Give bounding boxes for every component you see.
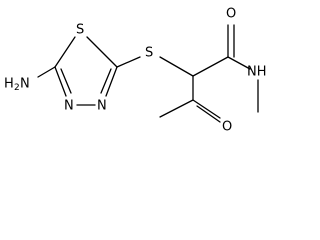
bond-c2-s-thioether (116, 56, 141, 68)
bond-cketone-o-double (196, 105, 221, 123)
atom-label-ring-s: S (76, 23, 84, 38)
bond-c5-s1 (54, 36, 76, 68)
bond-n4-c5 (54, 66, 67, 97)
bond-camide-nh (227, 56, 251, 70)
atom-label-ring-n-bottom: N (64, 99, 74, 114)
bond-s-calpha (159, 56, 194, 77)
atom-label-amide-nh: NH (247, 65, 267, 80)
bond-c2-n3 (105, 66, 118, 97)
bond-nh2-c5 (37, 66, 56, 78)
atom-label-ring-n-top: N (97, 99, 107, 114)
structure-svg: H 2 N S N N S O NH O (4, 7, 267, 135)
atom-label-amine-h-count: 2 (14, 83, 20, 93)
chemical-structure-diagram: H 2 N S N N S O NH O (4, 7, 267, 135)
bond-s1-c2 (86, 36, 118, 68)
bond-calpha-camide (192, 56, 229, 77)
bond-cketone-methyl (159, 99, 194, 118)
bond-cketone-o (192, 99, 221, 119)
bond-layer (37, 24, 259, 123)
atom-label-layer: H 2 N S N N S O NH O (4, 7, 267, 135)
atom-label-amine-n: N (20, 77, 30, 92)
bond-n4-c5-inner (60, 68, 72, 94)
atom-label-amide-o: O (226, 7, 236, 22)
atom-label-thioether-s: S (145, 46, 153, 61)
atom-label-amine-h: H (4, 77, 14, 92)
bond-c2-n3-inner (100, 68, 112, 94)
atom-label-ketone-o: O (222, 120, 232, 135)
